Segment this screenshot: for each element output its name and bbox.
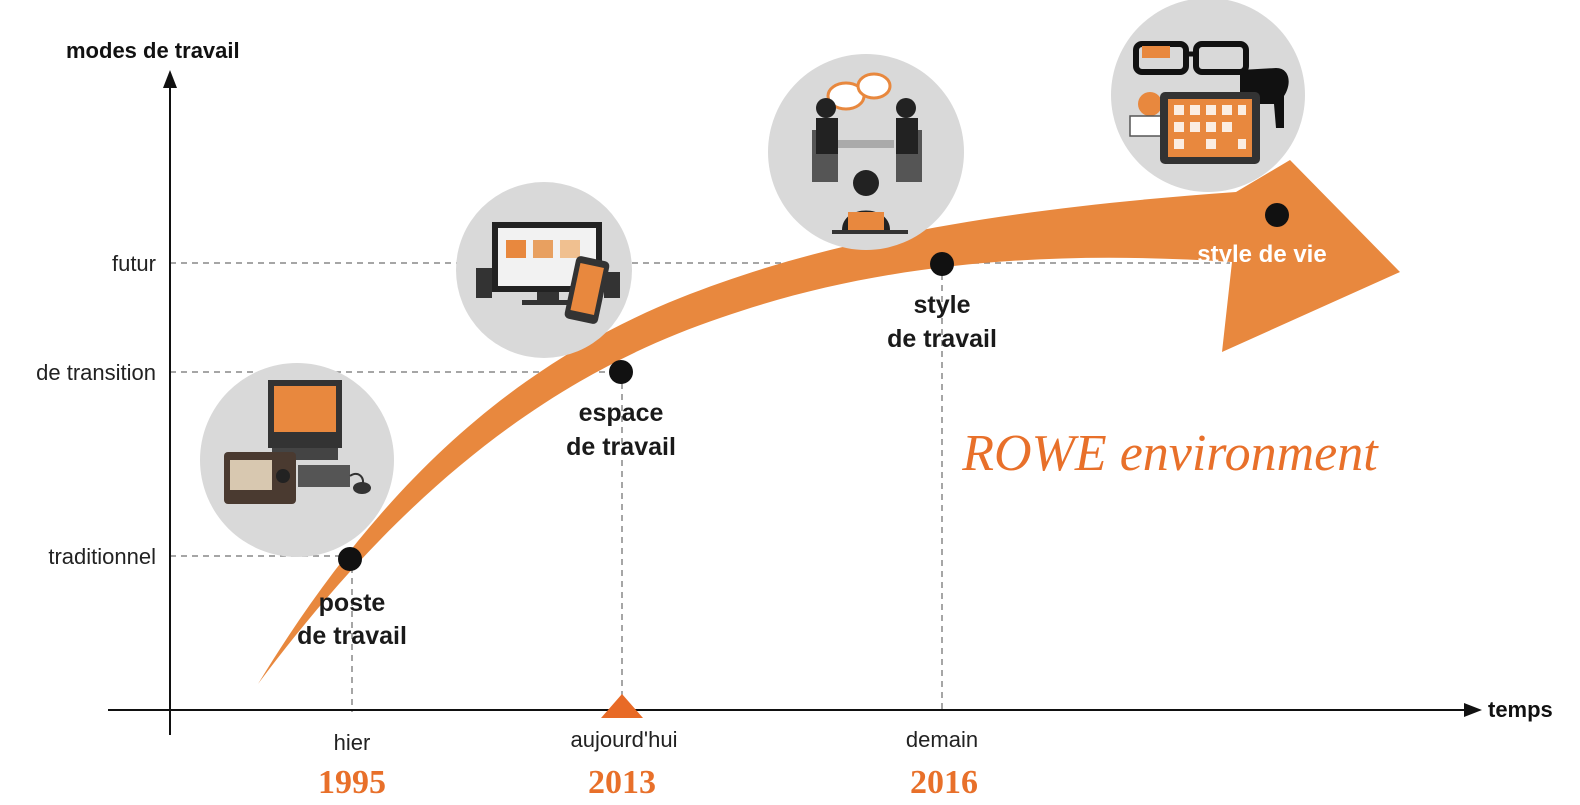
rowe-annotation: ROWE environment (961, 425, 1379, 482)
meeting-people-icon (768, 54, 964, 250)
label-poste-line1: poste (319, 589, 386, 617)
level-traditionnel: traditionnel (48, 544, 156, 569)
level-transition: de transition (36, 360, 156, 385)
today-marker-icon (601, 694, 643, 718)
label-style-travail-line1: style (914, 291, 971, 319)
y-axis-title: modes de travail (66, 38, 240, 63)
desktop-phone-icon (456, 182, 632, 358)
axes (108, 85, 1468, 735)
year-2016: 2016 (910, 764, 978, 801)
point-style-travail (930, 252, 954, 276)
guide-lines (170, 262, 1230, 712)
point-espace (609, 360, 633, 384)
year-2013: 2013 (588, 764, 656, 801)
tick-aujourdhui: aujourd'hui (571, 727, 678, 752)
y-axis-arrow-icon (163, 70, 177, 88)
x-axis-arrow-icon (1464, 703, 1482, 717)
tick-demain: demain (906, 727, 978, 752)
glasses-tablet-cow-icon (1111, 0, 1305, 192)
computer-radio-icon (200, 363, 394, 557)
label-style-vie: style de vie (1197, 241, 1326, 268)
point-poste (338, 547, 362, 571)
level-futur: futur (112, 251, 156, 276)
x-axis-title: temps (1488, 697, 1553, 722)
label-poste-line2: de travail (297, 622, 407, 650)
label-style-travail-line2: de travail (887, 325, 997, 353)
stage-points (338, 203, 1289, 571)
label-espace-line2: de travail (566, 433, 676, 461)
point-style-vie (1265, 203, 1289, 227)
year-1995: 1995 (318, 764, 386, 801)
label-espace-line1: espace (579, 399, 664, 427)
tick-hier: hier (334, 730, 371, 755)
